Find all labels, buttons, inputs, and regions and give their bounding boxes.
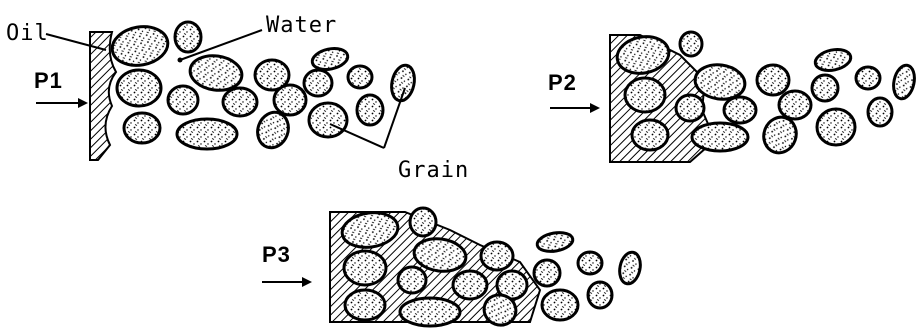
panel-p3: P3: [262, 208, 643, 330]
grains-p2: [614, 32, 916, 157]
flow-arrow-p1-icon: [36, 98, 88, 108]
flow-arrow-p2-icon: [550, 103, 600, 113]
grain-label: Grain: [398, 158, 469, 183]
oil-label: Oil: [6, 21, 49, 46]
panel-p1: Oil Water Grain P1: [6, 13, 469, 183]
pressure-label-p3: P3: [262, 242, 291, 267]
grains-p1: [109, 22, 417, 152]
panel-p2: P2: [548, 32, 916, 162]
pressure-label-p1: P1: [34, 68, 63, 93]
pressure-label-p2: P2: [548, 70, 577, 95]
water-label: Water: [266, 13, 337, 38]
flow-arrow-p3-icon: [262, 277, 312, 287]
